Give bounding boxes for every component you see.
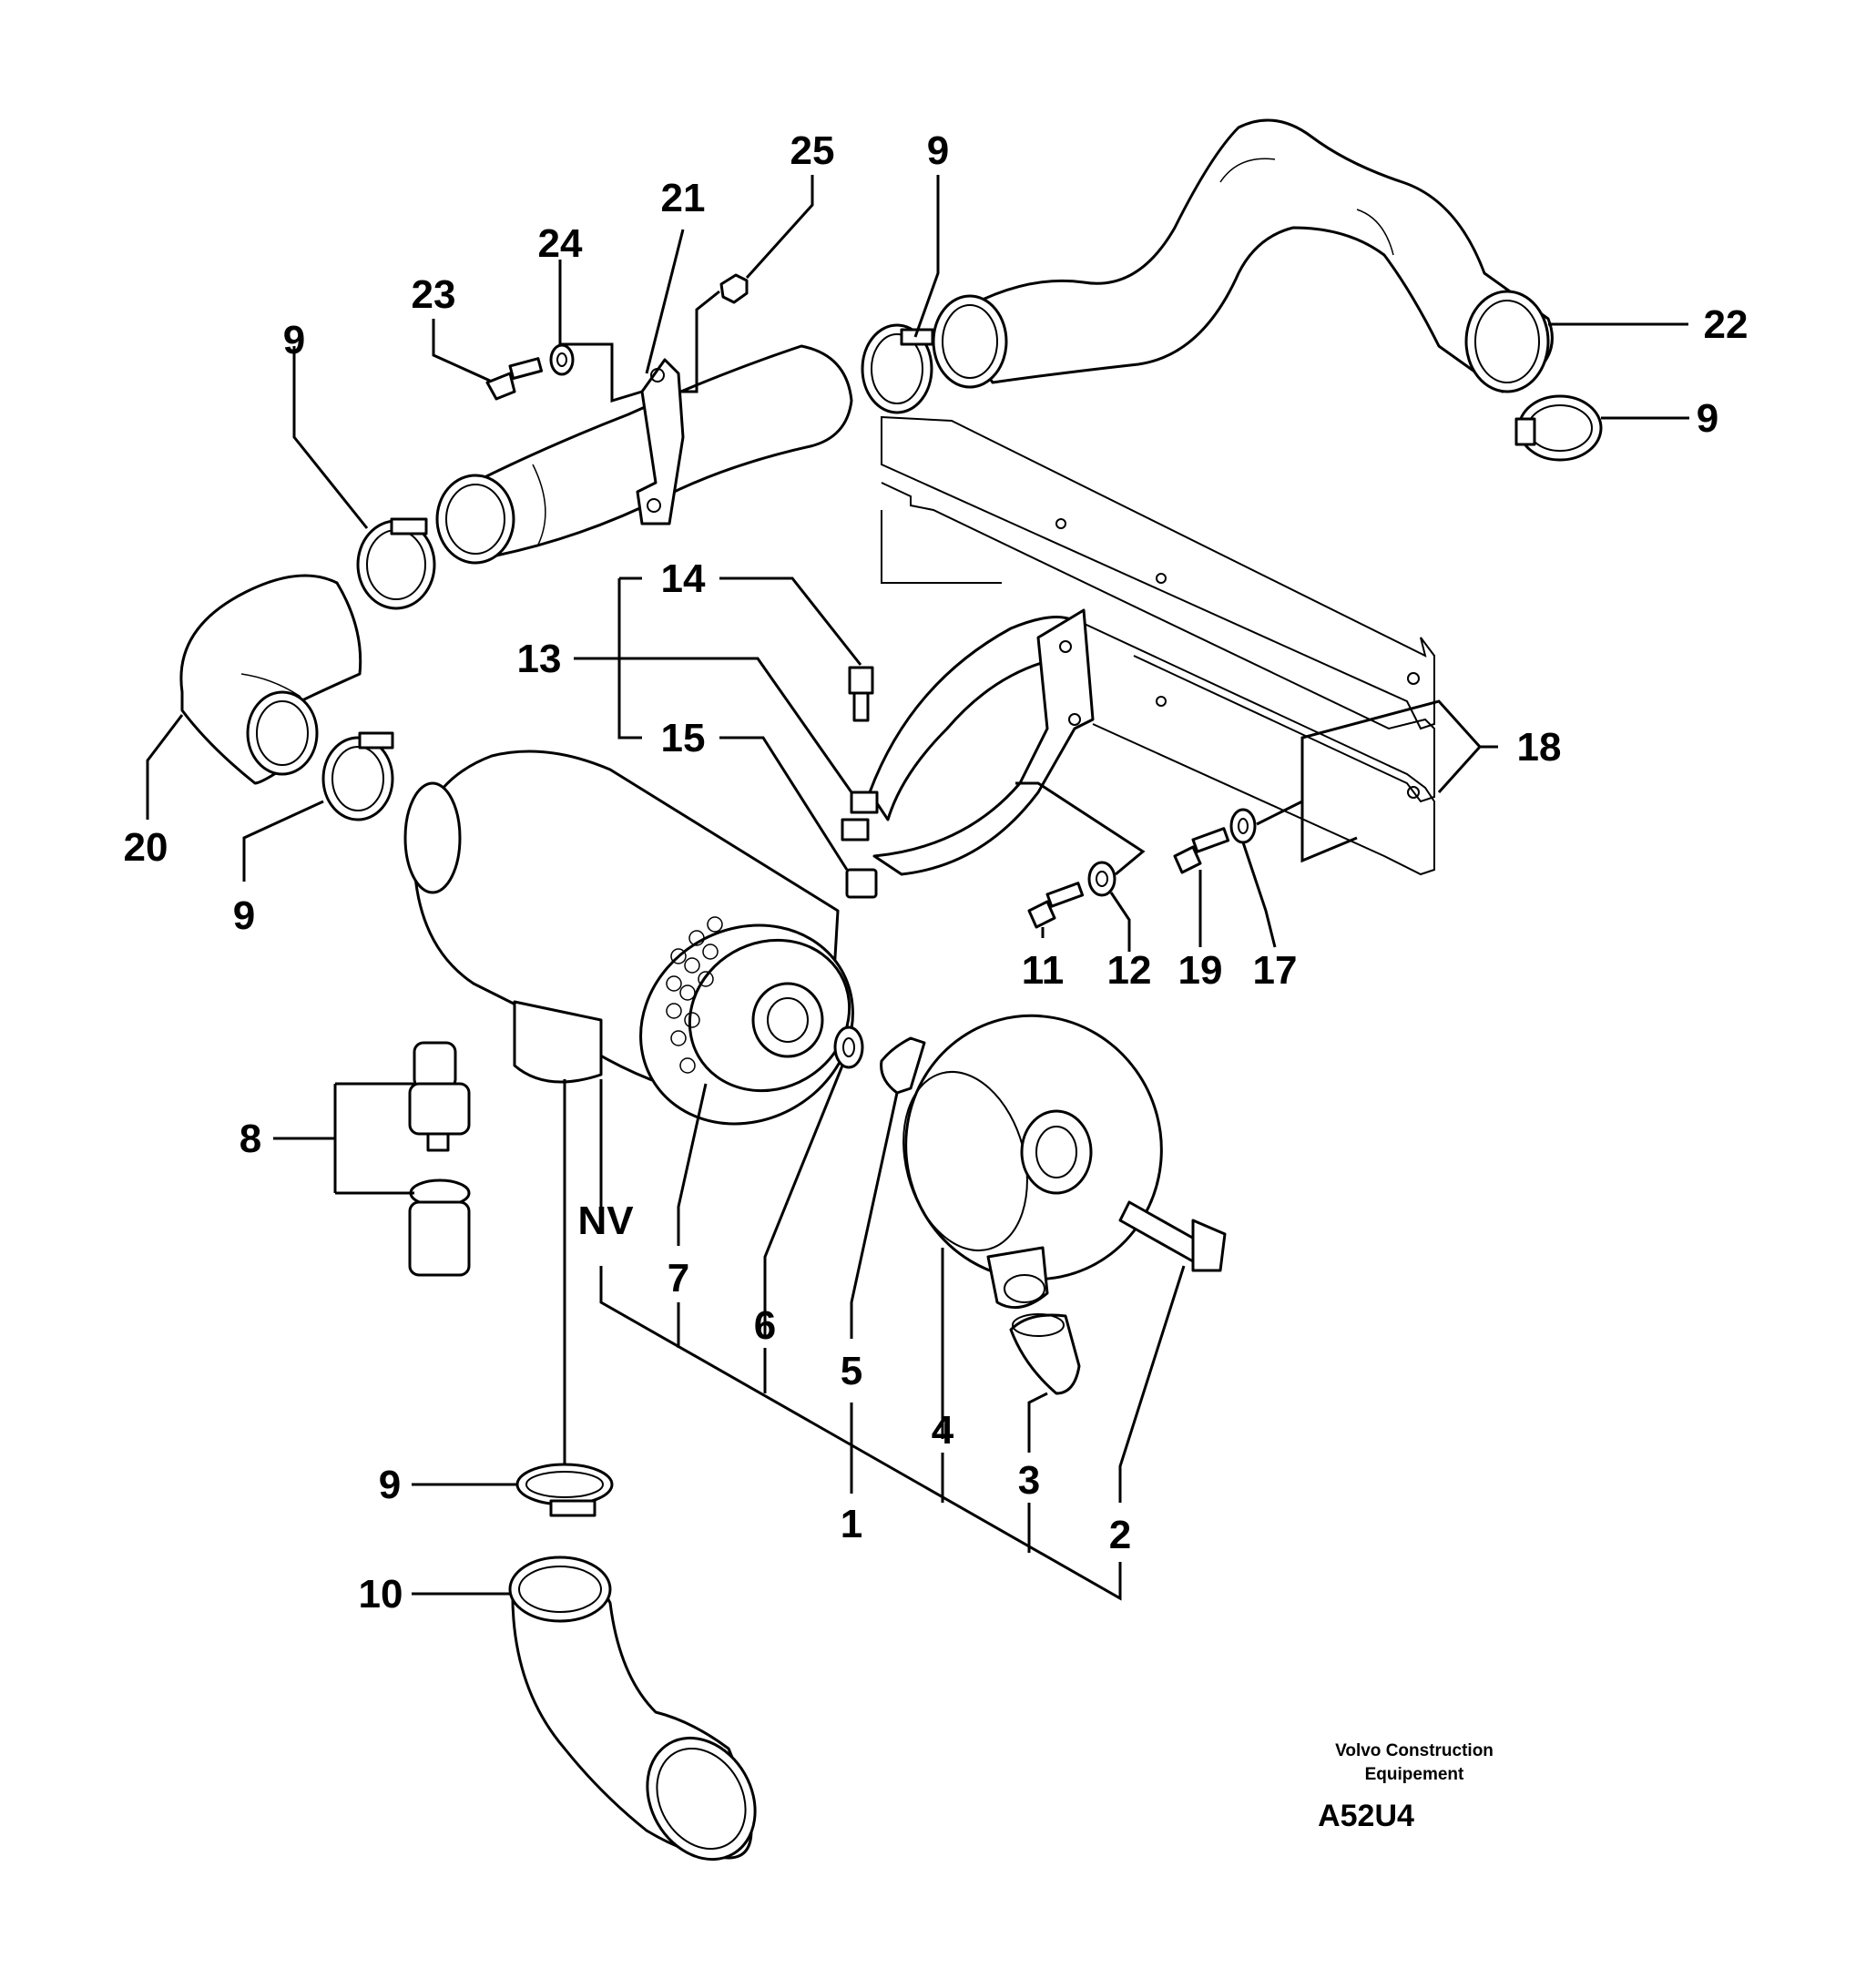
callout-25: 25: [790, 128, 835, 173]
part-13-clamp-band: [841, 608, 1095, 876]
leader-lines: [146, 175, 1689, 1601]
callout-14: 14: [661, 556, 706, 601]
part-12-washer: [1087, 861, 1116, 897]
part-7-filter-housing: [403, 750, 854, 1126]
part-4-end-cap: [902, 1014, 1163, 1310]
part-11-bolt: [1027, 882, 1085, 929]
part-9-hose-clamp-upper-left: [356, 517, 436, 610]
credit-line-1: Volvo Construction: [1335, 1741, 1494, 1760]
callout-24: 24: [538, 221, 583, 266]
part-21-intake-pipe: [435, 344, 853, 565]
callout-6: 6: [754, 1303, 776, 1348]
callout-9: 9: [233, 893, 255, 938]
part-2-bolt: [1118, 1200, 1227, 1272]
callout-10: 10: [359, 1572, 403, 1617]
mounting-bracket: [881, 415, 1435, 876]
callout-13: 13: [517, 637, 562, 681]
callout-22: 22: [1704, 302, 1749, 347]
part-9-hose-clamp-right: [1514, 394, 1603, 462]
publisher-credit: Volvo Construction Equipement A52U4: [1318, 1741, 1494, 1833]
callout-labels: 9 23 24 21 25 9 22 9 14 13 15 18 20 9 11…: [124, 128, 1749, 1617]
callout-17: 17: [1253, 948, 1298, 993]
part-19-bolt: [1173, 827, 1230, 874]
callout-19: 19: [1178, 948, 1223, 993]
part-8-fittings: [408, 1041, 471, 1277]
callout-4: 4: [932, 1408, 954, 1453]
credit-line-2: Equipement: [1365, 1765, 1464, 1784]
callout-9: 9: [379, 1463, 401, 1507]
callout-9: 9: [927, 128, 949, 173]
part-3-dust-valve: [1009, 1313, 1081, 1395]
callout-12: 12: [1107, 948, 1152, 993]
callout-7: 7: [668, 1256, 689, 1301]
callout-18: 18: [1517, 725, 1562, 770]
figure-reference: A52U4: [1318, 1799, 1414, 1833]
callout-1: 1: [841, 1502, 862, 1546]
part-15-nut: [845, 868, 878, 899]
part-17-washer: [1229, 808, 1257, 844]
label-nv: NV: [577, 1199, 634, 1243]
callout-21: 21: [661, 176, 706, 220]
part-9-hose-clamp-left: [321, 731, 394, 821]
callout-8: 8: [240, 1117, 261, 1161]
callout-23: 23: [412, 272, 456, 317]
callout-9: 9: [1697, 396, 1718, 441]
part-22-upper-hose: [932, 118, 1554, 393]
callout-2: 2: [1109, 1513, 1131, 1557]
callout-20: 20: [124, 825, 168, 870]
part-9-hose-clamp-bottom: [515, 1463, 614, 1517]
part-24-washer: [549, 343, 575, 376]
callout-11: 11: [1022, 948, 1065, 993]
callout-9: 9: [283, 318, 305, 362]
part-14-bolt: [848, 666, 874, 722]
part-9-hose-clamp-top: [861, 323, 934, 414]
part-20-elbow-hose: [179, 574, 362, 785]
part-23-bolt: [485, 357, 544, 401]
callout-15: 15: [661, 716, 706, 760]
part-6-washer: [833, 1025, 864, 1069]
callout-3: 3: [1018, 1458, 1040, 1503]
part-10-lower-elbow: [508, 1556, 757, 1862]
part-25-nut: [719, 273, 749, 304]
part-5-wing-nut: [880, 1036, 926, 1095]
callout-5: 5: [841, 1349, 862, 1393]
